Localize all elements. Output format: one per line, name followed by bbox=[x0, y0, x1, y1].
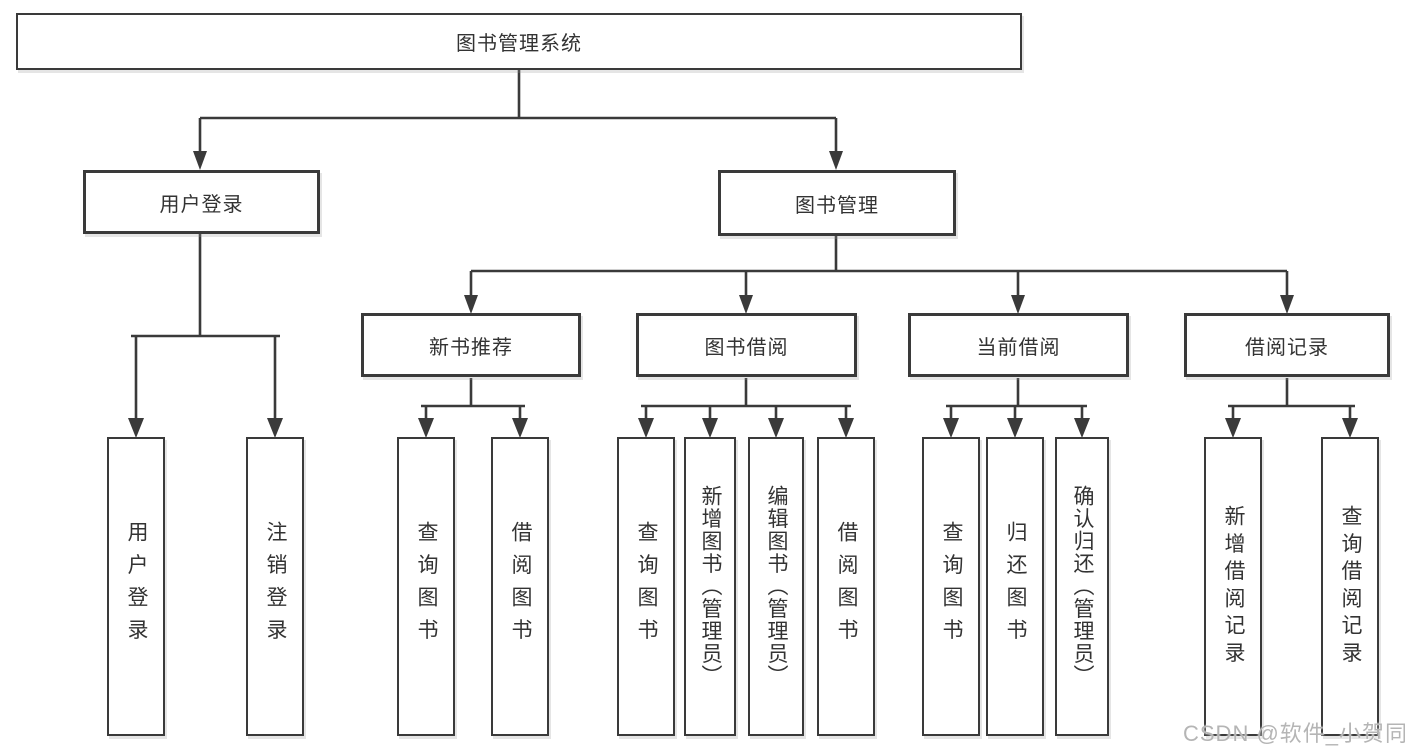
node-current-borrowing-label: 当前借阅 bbox=[976, 336, 1061, 359]
leaf-query-books-current: 查询图书 bbox=[922, 437, 980, 736]
node-book-borrowing: 图书借阅 bbox=[636, 313, 857, 377]
leaf-return-books: 归还图书 bbox=[986, 437, 1044, 736]
leaf-add-books-admin: 新增图书（管理员） bbox=[684, 437, 736, 736]
node-user-login: 用户登录 bbox=[83, 170, 320, 234]
node-new-book-recommendation: 新书推荐 bbox=[361, 313, 581, 377]
leaf-user-login: 用户登录 bbox=[107, 437, 165, 736]
leaf-borrow-books-recommend: 借阅图书 bbox=[491, 437, 549, 736]
leaf-borrow-books-borrow: 借阅图书 bbox=[817, 437, 875, 736]
node-book-management: 图书管理 bbox=[718, 170, 956, 236]
leaf-edit-books-admin: 编辑图书（管理员） bbox=[748, 437, 804, 736]
leaf-query-books-recommend: 查询图书 bbox=[397, 437, 455, 736]
node-root-label: 图书管理系统 bbox=[456, 33, 582, 55]
leaf-query-books-borrow: 查询图书 bbox=[617, 437, 675, 736]
leaf-add-borrow-record: 新增借阅记录 bbox=[1204, 437, 1262, 736]
node-current-borrowing: 当前借阅 bbox=[908, 313, 1129, 377]
node-borrowing-records: 借阅记录 bbox=[1184, 313, 1390, 377]
leaf-logout-login: 注销登录 bbox=[246, 437, 304, 736]
leaf-query-borrow-record: 查询借阅记录 bbox=[1321, 437, 1379, 736]
node-book-management-label: 图书管理 bbox=[795, 194, 879, 217]
node-borrowing-records-label: 借阅记录 bbox=[1245, 336, 1329, 359]
leaf-confirm-return-admin: 确认归还（管理员） bbox=[1055, 437, 1109, 736]
node-book-borrowing-label: 图书借阅 bbox=[704, 336, 789, 359]
watermark: CSDN @软件_小贺同学 bbox=[1183, 721, 1405, 746]
node-root: 图书管理系统 bbox=[16, 13, 1022, 70]
node-new-book-recommendation-label: 新书推荐 bbox=[429, 336, 513, 359]
node-user-login-label: 用户登录 bbox=[159, 193, 244, 216]
